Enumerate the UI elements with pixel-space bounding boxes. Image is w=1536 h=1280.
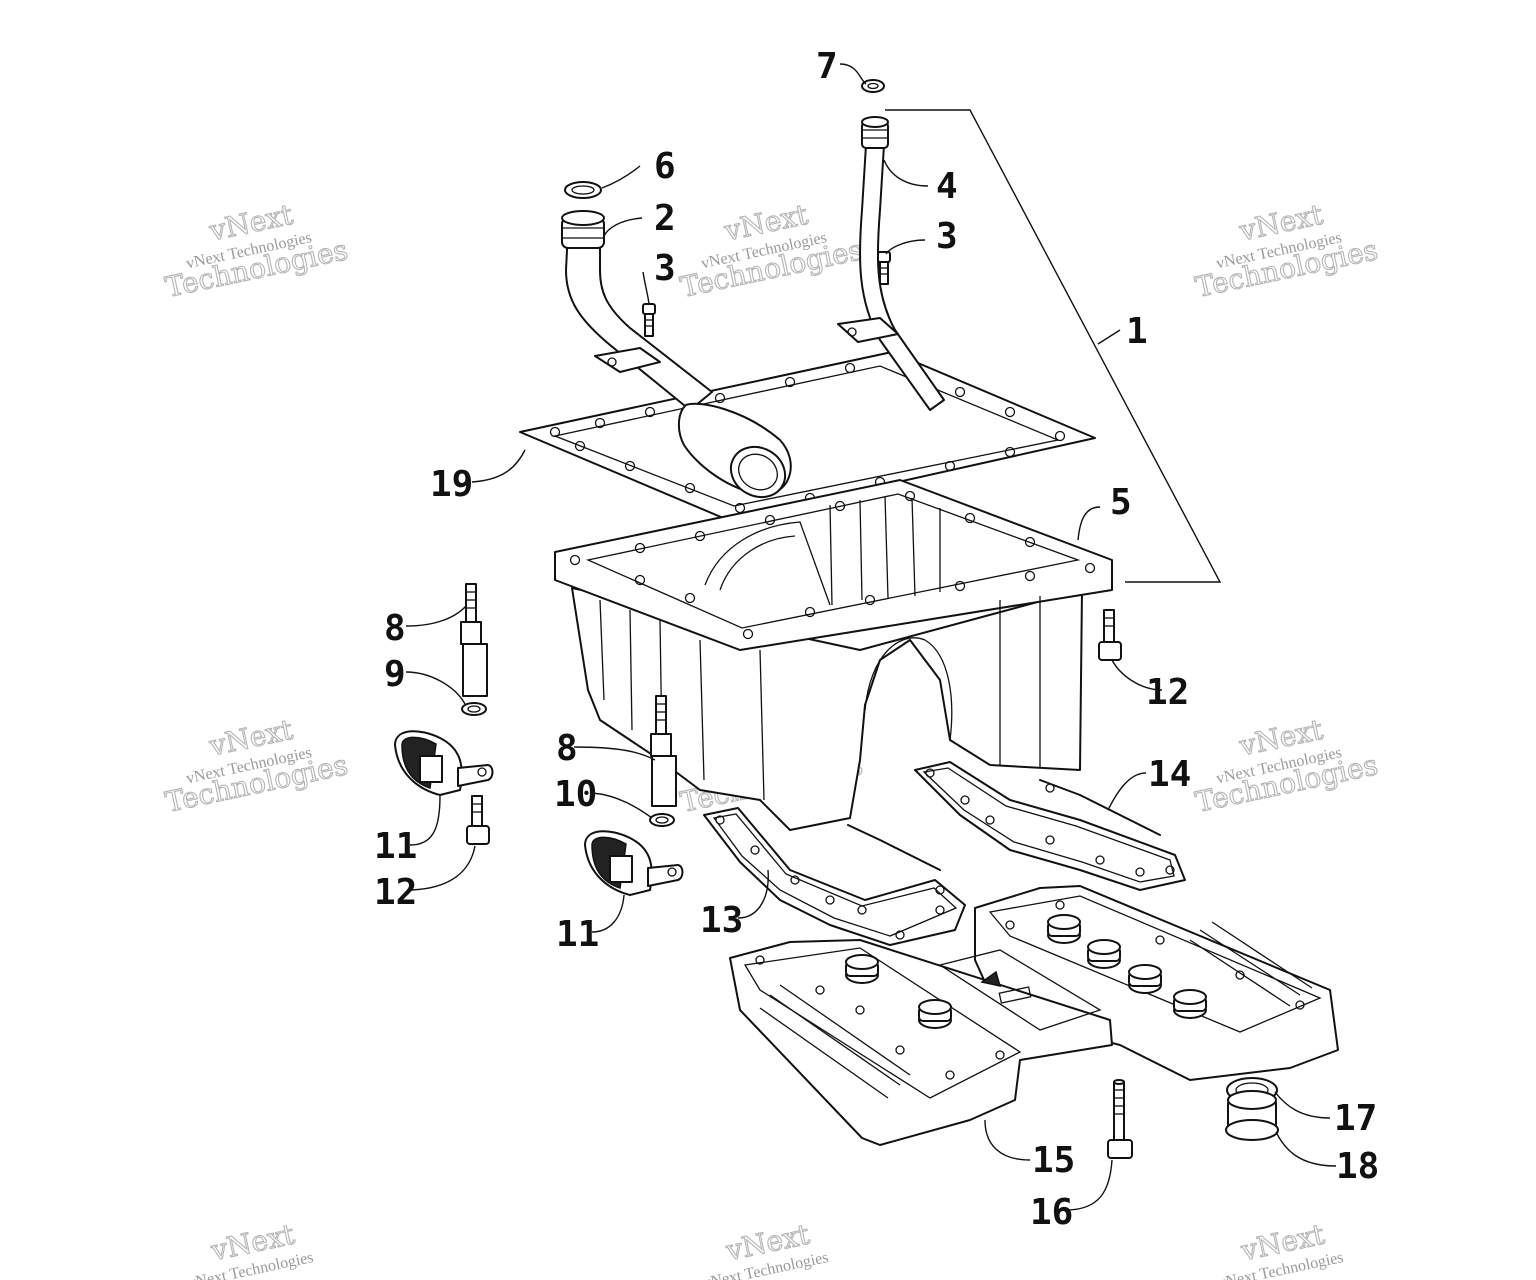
callout-2: 2 [654,198,676,239]
bolt-3-right [877,251,891,285]
callout-12-right: 12 [1146,672,1189,713]
leader-1 [1097,329,1121,345]
callout-11-center: 11 [556,914,599,955]
watermark-top-center: vNext vNext Technologies Technologies [677,197,866,304]
leader-lines [405,63,1337,1211]
bolt-3-left [642,303,656,337]
gasket-14 [914,761,1186,891]
plug-18 [1225,1090,1279,1141]
watermark-top-left: vNext vNext Technologies Technologies [162,197,351,304]
bolt-12-left [466,795,490,845]
stud-8-center [650,695,677,807]
o-ring-7 [861,79,885,93]
watermark-mid-right: vNext vNext Technologies Technologies [1192,712,1381,819]
clamp-11-left [394,730,494,796]
watermark-bottom-left: vNext vNext Technologies [186,1217,315,1280]
callout-16: 16 [1030,1192,1073,1233]
bolt-16 [1107,1079,1133,1159]
washer-9 [461,702,487,716]
washer-10 [649,813,675,827]
o-ring-6 [564,181,602,199]
watermark-mid-left: vNext vNext Technologies Technologies [162,712,351,819]
callout-5: 5 [1110,482,1132,523]
watermark-bottom-center: vNext vNext Technologies [701,1217,830,1280]
callout-13: 13 [700,900,743,941]
oil-pickup-tube-2 [561,210,792,499]
callout-7: 7 [816,46,838,87]
callout-17: 17 [1334,1098,1377,1139]
oil-pan-5 [554,479,1113,831]
oil-return-tube-4 [837,116,945,411]
stud-8-left [460,583,488,697]
oil-pan-gasket-19 [519,351,1096,521]
callout-10: 10 [554,774,597,815]
gasket-13 [703,807,966,946]
callout-3-left: 3 [654,248,676,289]
callout-4: 4 [936,166,958,207]
lower-cover-15 [729,885,1339,1146]
callout-19: 19 [430,464,473,505]
callout-18: 18 [1336,1146,1379,1187]
callout-11-left: 11 [374,826,417,867]
bolt-12-right [1098,609,1122,661]
watermark-top-right: vNext vNext Technologies Technologies [1192,197,1381,304]
callout-9: 9 [384,654,406,695]
callout-15: 15 [1032,1140,1075,1181]
assembly-bracket-1 [885,109,1222,583]
callout-labels: 1 2 3 3 4 5 6 7 8 8 9 10 11 11 12 12 13 … [374,46,1379,1233]
callout-6: 6 [654,146,676,187]
callout-12-left: 12 [374,872,417,913]
watermark-bottom-right: vNext vNext Technologies [1216,1217,1345,1280]
callout-14: 14 [1148,754,1191,795]
callout-3-right: 3 [936,216,958,257]
callout-8-left: 8 [384,608,406,649]
callout-8-center: 8 [556,728,578,769]
clamp-11-center [584,830,684,896]
callout-1: 1 [1126,311,1148,352]
